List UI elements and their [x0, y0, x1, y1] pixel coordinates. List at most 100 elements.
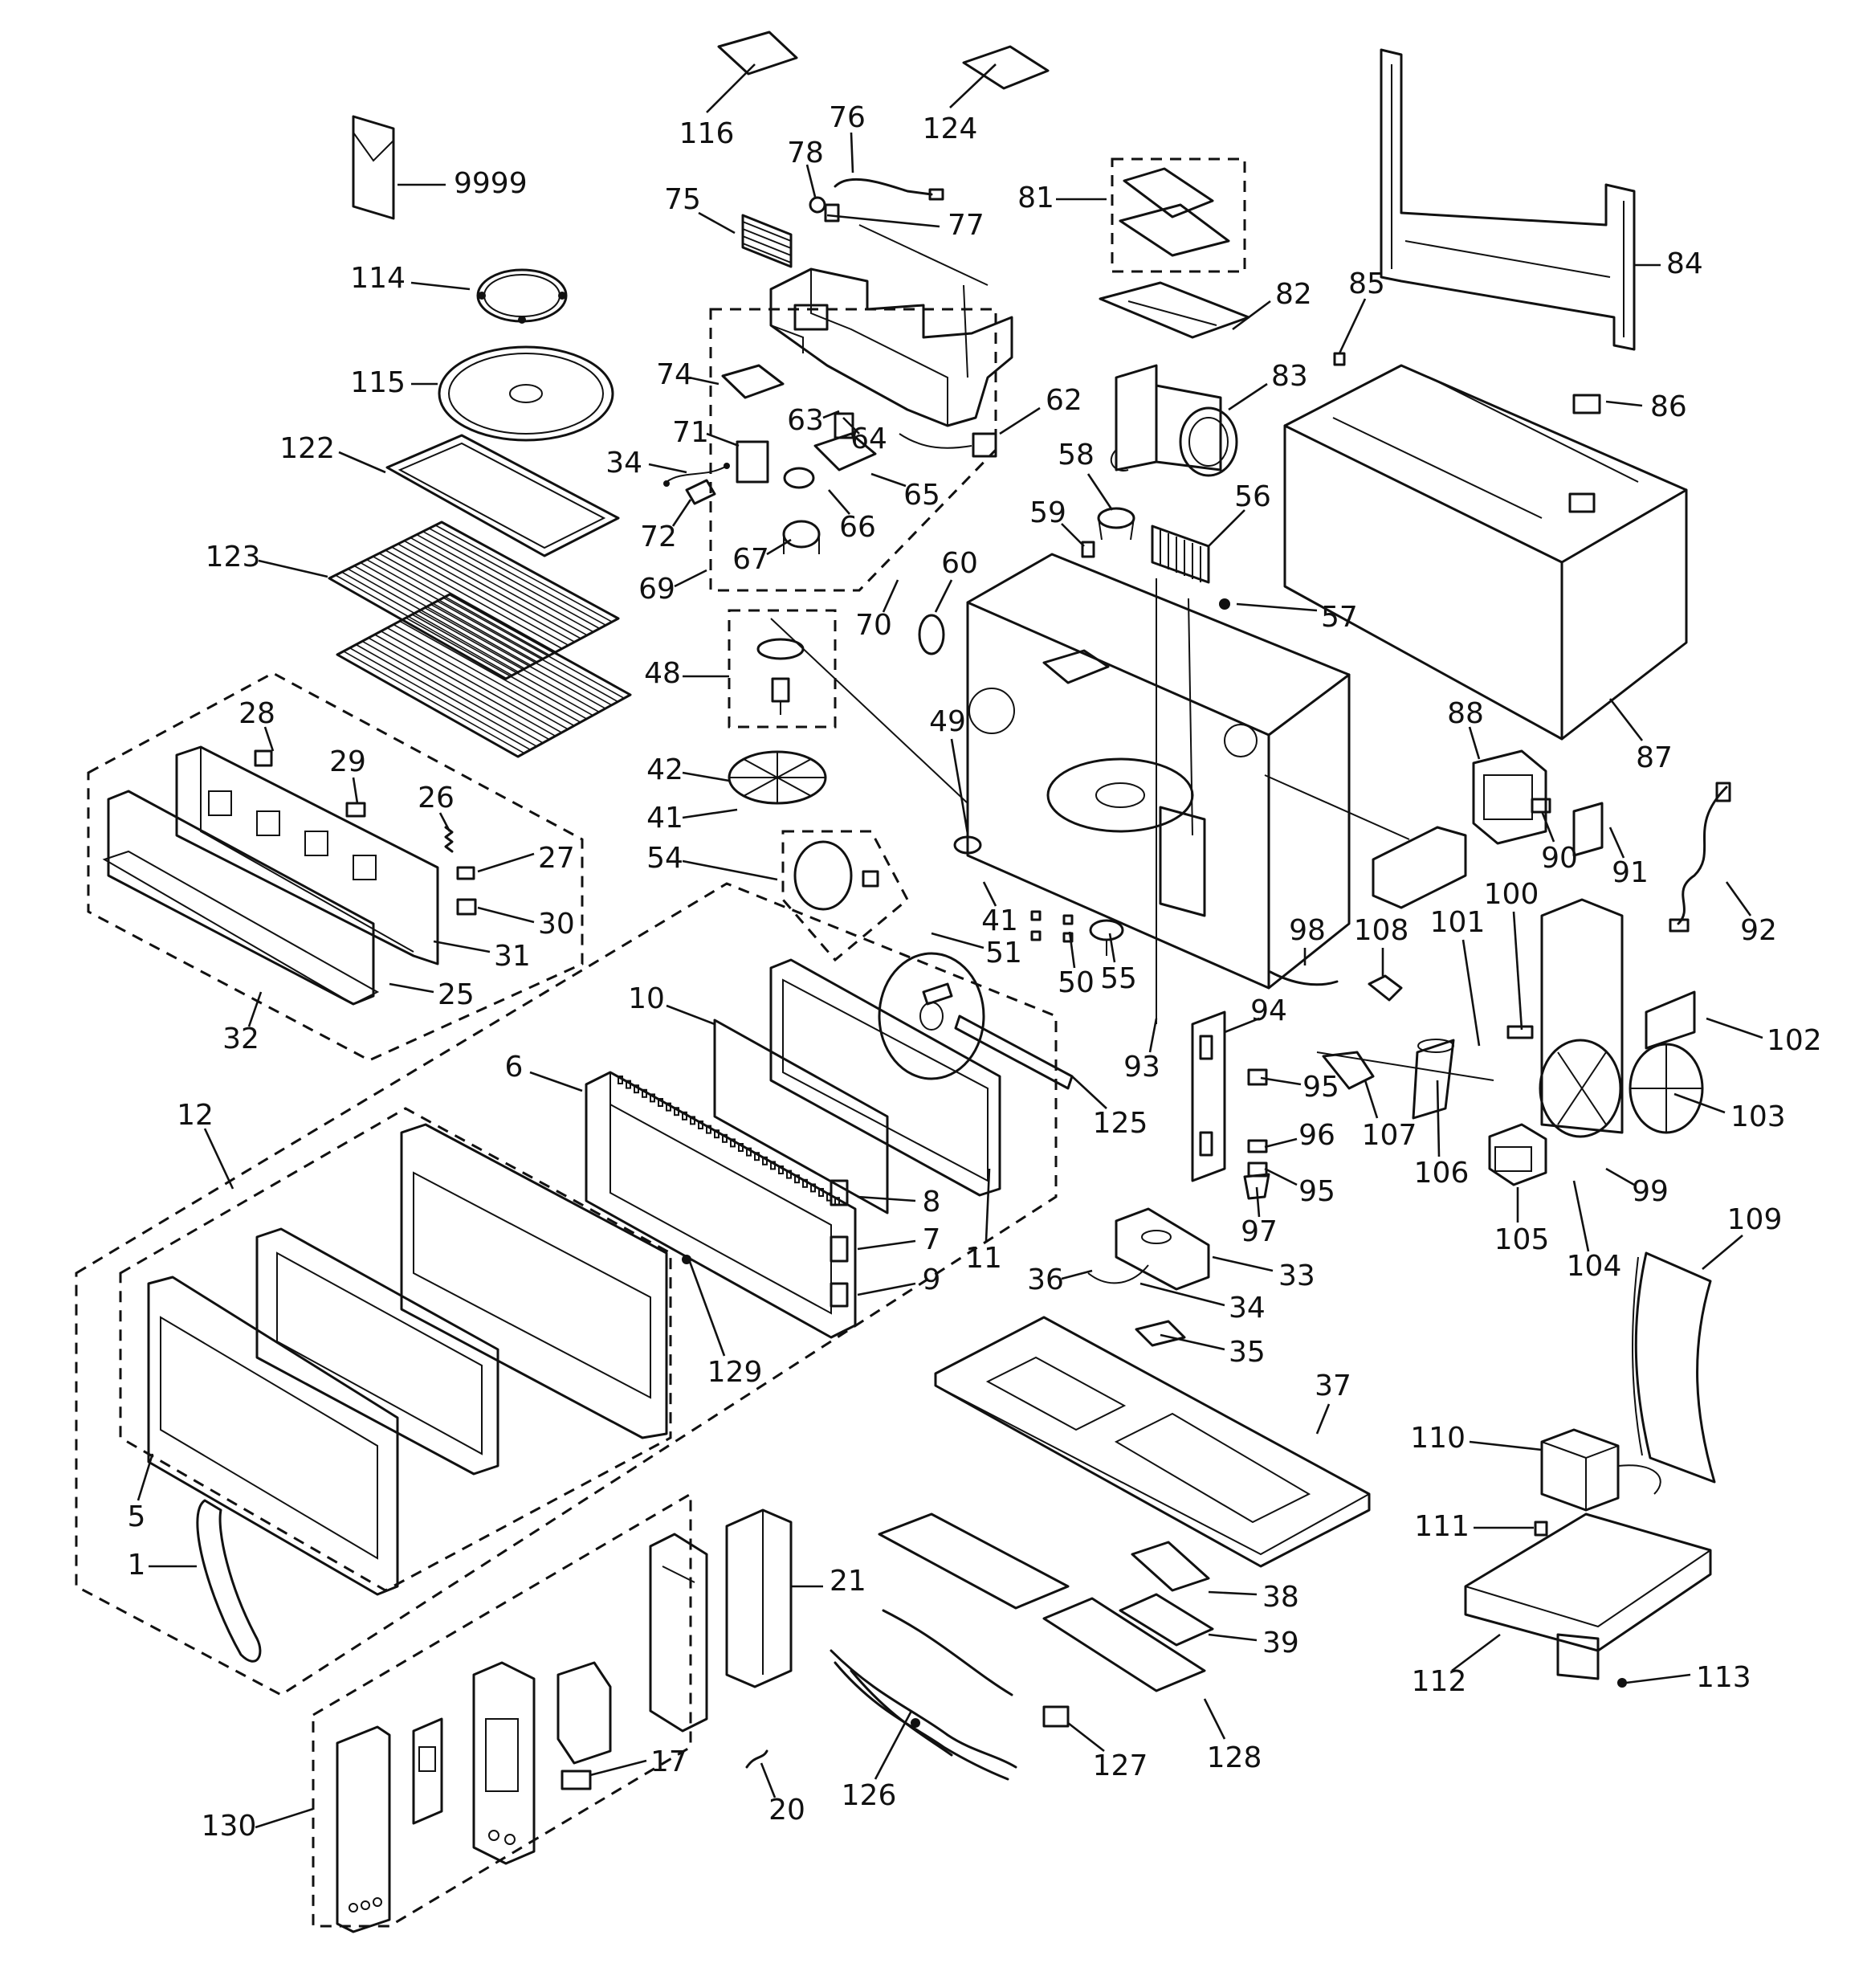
leader-line-124: [949, 63, 997, 108]
callout-50: 50: [1058, 966, 1095, 999]
callout-51: 51: [985, 937, 1022, 970]
rack-wire: [393, 623, 575, 727]
callout-76: 76: [829, 101, 866, 134]
leader-line-49: [950, 738, 969, 835]
choke-tooth: [818, 1188, 824, 1197]
rack-wire: [406, 617, 587, 720]
vent-duct-assembly: [769, 267, 1013, 427]
callout-99: 99: [1632, 1175, 1669, 1208]
assembly-guide-lines: [770, 224, 1494, 1081]
leader-line-59: [1061, 523, 1085, 547]
part-17: [561, 1770, 592, 1790]
leader-line-97: [1255, 1186, 1261, 1218]
part-54: [793, 840, 879, 911]
leader-line-38: [1208, 1590, 1258, 1596]
control-board: [649, 1533, 708, 1733]
part-74: [721, 364, 785, 399]
callout-38: 38: [1262, 1581, 1299, 1614]
leader-line-116: [706, 63, 756, 113]
leader-line-100: [1512, 911, 1523, 1031]
fan-bracket-99: [1539, 898, 1624, 1138]
callout-29: 29: [329, 745, 366, 778]
callout-116: 116: [679, 117, 735, 150]
leader-line-99: [1605, 1167, 1635, 1186]
rack-wire: [368, 637, 550, 741]
callout-90: 90: [1541, 842, 1578, 875]
wire-36-34: [1087, 1264, 1149, 1284]
callout-21: 21: [830, 1565, 866, 1598]
leader-line-75: [698, 211, 736, 235]
cavity-chassis: [966, 553, 1351, 1020]
group-damper-outline: [709, 308, 997, 592]
callout-9: 9: [923, 1263, 941, 1296]
rack-wire: [430, 603, 613, 706]
callout-12: 12: [177, 1099, 214, 1132]
callout-124: 124: [923, 112, 978, 145]
callout-85: 85: [1348, 267, 1385, 300]
callout-108: 108: [1354, 914, 1409, 947]
part-107: [1322, 1051, 1375, 1090]
leader-line-6: [529, 1071, 583, 1092]
choke-tooth: [754, 1152, 760, 1161]
part-20: [745, 1749, 768, 1769]
rack-wire: [335, 574, 513, 676]
callout-112: 112: [1412, 1665, 1467, 1698]
leader-line-74: [688, 376, 720, 386]
leader-line-92: [1725, 881, 1752, 916]
wire-98: [1269, 970, 1339, 986]
leader-line-70: [882, 579, 899, 613]
rack-wire: [349, 647, 531, 751]
callout-55: 55: [1100, 962, 1137, 995]
part-108: [1368, 974, 1403, 1002]
rack-wire: [381, 631, 562, 733]
callout-58: 58: [1058, 439, 1095, 471]
leader-line-64: [842, 417, 860, 435]
leader-line-85: [1338, 298, 1367, 354]
part-78: [809, 196, 826, 214]
part-102: [1645, 990, 1696, 1050]
filter-128: [1042, 1597, 1206, 1692]
door-frame-6: [585, 1071, 857, 1339]
rack-wire: [410, 537, 588, 636]
leader-line-69: [674, 569, 707, 588]
choke-tooth: [682, 1111, 687, 1121]
leader-line-90: [1540, 810, 1555, 843]
callout-64: 64: [850, 423, 887, 455]
choke-tooth: [730, 1138, 736, 1148]
leader-line-55: [1108, 933, 1116, 963]
callout-20: 20: [768, 1794, 805, 1827]
leader-line-65: [870, 472, 907, 488]
part-95a: [1247, 1068, 1268, 1086]
callout-25: 25: [438, 978, 475, 1011]
leader-line-78: [805, 164, 817, 198]
callout-91: 91: [1612, 856, 1649, 889]
part-109: [1632, 1251, 1716, 1484]
choke-tooth: [642, 1088, 647, 1098]
callout-100: 100: [1484, 878, 1539, 911]
leader-line-25: [389, 982, 434, 994]
part-28: [254, 749, 273, 767]
callout-66: 66: [839, 511, 876, 544]
choke-tooth: [722, 1133, 728, 1143]
power-cord-92: [1669, 782, 1731, 933]
magnetron-88: [1372, 749, 1547, 909]
choke-tooth: [746, 1147, 752, 1157]
callout-42: 42: [646, 753, 683, 786]
callout-95: 95: [1302, 1071, 1339, 1104]
part-82: [1099, 281, 1250, 339]
callout-87: 87: [1636, 741, 1673, 774]
choke-tooth: [794, 1174, 800, 1184]
part-34-72-wires: [663, 463, 730, 505]
callout-86: 86: [1650, 390, 1687, 423]
part-125: [922, 982, 1074, 1090]
leader-line-123: [258, 559, 328, 578]
rack-wire: [411, 614, 593, 716]
callout-126: 126: [842, 1779, 897, 1812]
callout-94: 94: [1250, 994, 1287, 1027]
leader-line-9: [857, 1282, 916, 1296]
group-vent-part-outline: [1111, 157, 1246, 273]
choke-tooth: [810, 1183, 816, 1193]
part-60: [918, 614, 945, 655]
